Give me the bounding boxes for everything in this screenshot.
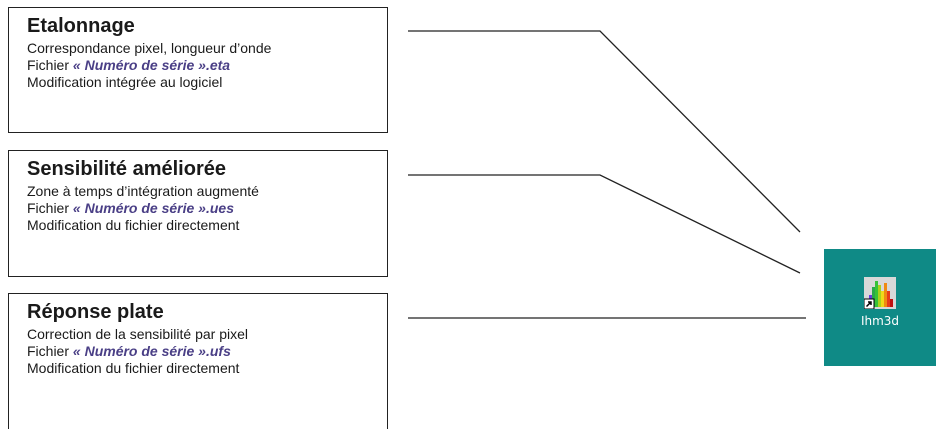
connector-etalonnage: [408, 30, 801, 233]
box-description: Correspondance pixel, longueur d’onde: [27, 40, 272, 56]
file-prefix: Fichier: [27, 200, 73, 216]
file-name: « Numéro de série ».ufs: [72, 343, 231, 359]
box-description: Correction de la sensibilité par pixel: [27, 326, 248, 342]
box-file-line: Fichier « Numéro de série ».ufs: [27, 343, 369, 360]
box-modification: Modification intégrée au logiciel: [27, 74, 223, 90]
ihm3d-shortcut[interactable]: Ihm3d: [824, 249, 936, 366]
connector-sensibilite: [408, 174, 801, 274]
file-prefix: Fichier: [27, 343, 73, 359]
box-modification: Modification du fichier directement: [27, 360, 240, 376]
shortcut-label: Ihm3d: [860, 314, 900, 328]
box-modification: Modification du fichier directement: [27, 217, 240, 233]
box-file-line: Fichier « Numéro de série ».eta: [27, 57, 369, 74]
sensibilite-amelioree-box: Sensibilité améliorée Zone à temps d’int…: [8, 150, 388, 277]
file-prefix: Fichier: [27, 57, 73, 73]
box-title: Réponse plate: [27, 301, 164, 323]
etalonnage-box: Etalonnage Correspondance pixel, longueu…: [8, 7, 388, 133]
box-title: Etalonnage: [27, 15, 135, 37]
box-description: Zone à temps d’intégration augmenté: [27, 183, 259, 199]
file-name: « Numéro de série ».ues: [72, 200, 234, 216]
spectrum-shortcut-icon: [863, 277, 896, 310]
reponse-plate-box: Réponse plate Correction de la sensibili…: [8, 293, 388, 429]
file-name: « Numéro de série ».eta: [72, 57, 231, 73]
box-title: Sensibilité améliorée: [27, 158, 226, 180]
box-file-line: Fichier « Numéro de série ».ues: [27, 200, 369, 217]
